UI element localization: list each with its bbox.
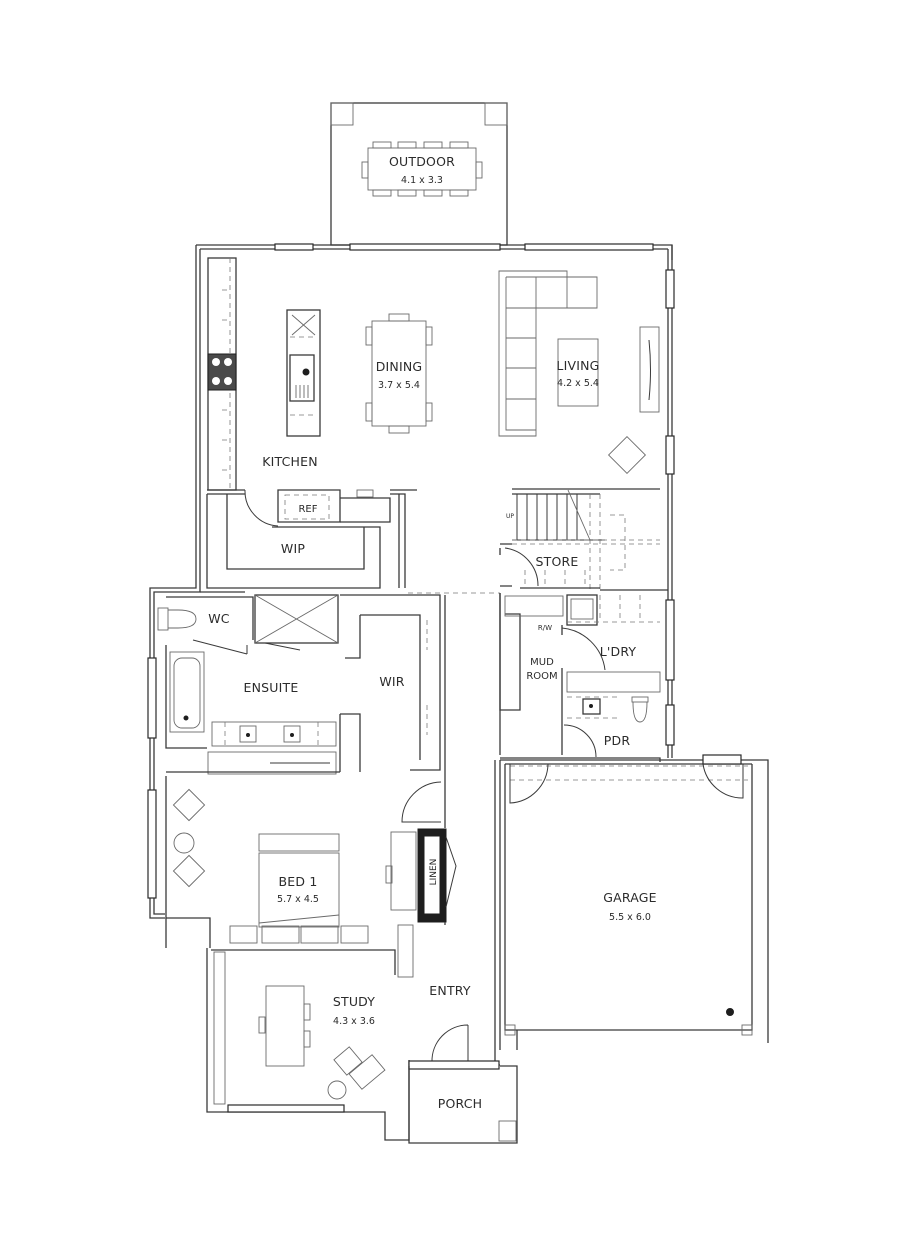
room-label-wc: WC <box>208 611 230 626</box>
room-kitchen: KITCHEN <box>207 257 321 491</box>
room-label-mudroom-line1: MUD <box>530 657 554 668</box>
room-label-garage: GARAGE <box>603 890 657 905</box>
stair-up-marker: UP <box>506 513 514 520</box>
room-label-outdoor: OUTDOOR <box>389 154 455 169</box>
room-label-wip: WIP <box>281 541 305 556</box>
room-size-living: 4.2 x 5.4 <box>557 378 599 389</box>
room-size-bed1: 5.7 x 4.5 <box>277 894 319 905</box>
room-label-store: STORE <box>536 554 579 569</box>
room-study: STUDY 4.3 x 3.6 ENTRY PORCH <box>165 760 518 1144</box>
room-label-pdr: PDR <box>604 733 631 748</box>
room-ensuite: WC ENSUITE WIR <box>157 591 446 790</box>
room-size-dining: 3.7 x 5.4 <box>378 380 420 391</box>
room-outdoor: OUTDOOR 4.1 x 3.3 <box>330 102 508 246</box>
room-label-study: STUDY <box>333 994 375 1009</box>
room-living: LIVING 4.2 x 5.4 <box>498 270 660 475</box>
room-label-laundry: L'DRY <box>600 644 637 659</box>
room-label-kitchen: KITCHEN <box>262 454 318 469</box>
room-dining: DINING 3.7 x 5.4 <box>365 313 433 434</box>
room-label-ensuite: ENSUITE <box>244 680 299 695</box>
room-size-study: 4.3 x 3.6 <box>333 1016 375 1027</box>
room-laundry: R/W L'DRY MUD ROOM PDR <box>499 593 661 762</box>
room-label-wir: WIR <box>379 674 404 689</box>
room-size-outdoor: 4.1 x 3.3 <box>401 175 443 186</box>
room-wip: REF WIP <box>206 489 500 594</box>
room-size-garage: 5.5 x 6.0 <box>609 912 651 923</box>
room-garage: GARAGE 5.5 x 6.0 <box>499 754 769 1050</box>
room-label-linen: LINEN <box>429 859 439 886</box>
room-label-rw: R/W <box>538 624 552 632</box>
room-label-bed1: BED 1 <box>278 874 317 889</box>
room-label-dining: DINING <box>376 359 423 374</box>
room-store: UP STORE <box>499 488 668 591</box>
exterior-walls <box>147 243 675 919</box>
room-label-ref: REF <box>298 504 317 515</box>
room-label-porch: PORCH <box>438 1096 483 1111</box>
room-bed1: BED 1 5.7 x 4.5 LINEN <box>165 771 457 948</box>
room-label-entry: ENTRY <box>429 983 471 998</box>
room-label-living: LIVING <box>556 358 599 373</box>
room-label-mudroom-line2: ROOM <box>526 671 557 682</box>
